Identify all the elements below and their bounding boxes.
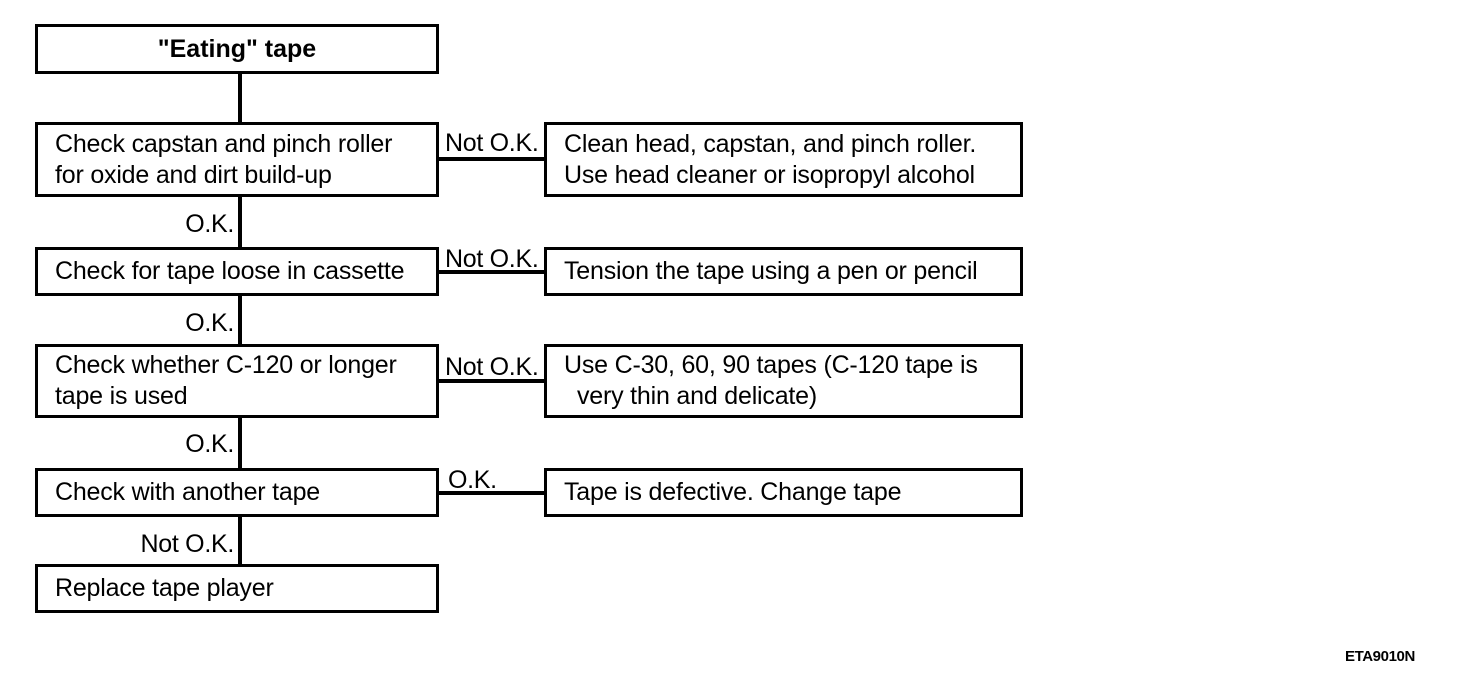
- node-check1-line2: for oxide and dirt build-up: [55, 160, 332, 189]
- footer-reference-code: ETA9010N: [1345, 648, 1415, 665]
- node-end-line1: Replace tape player: [55, 574, 274, 602]
- edge-label-check2-not-ok: Not O.K.: [445, 245, 539, 273]
- node-check-tape-loose[interactable]: Check for tape loose in cassette: [35, 247, 439, 296]
- edge-label-check1-not-ok: Not O.K.: [445, 129, 539, 157]
- edge-label-check3-not-ok: Not O.K.: [445, 353, 539, 381]
- connector-check1-to-check2: [238, 195, 242, 247]
- edge-label-check1-ok: O.K.: [185, 210, 234, 238]
- node-check-c120-tape[interactable]: Check whether C-120 or longer tape is us…: [35, 344, 439, 418]
- node-action3-line1: Use C-30, 60, 90 tapes (C-120 tape is: [564, 351, 978, 379]
- node-action2-line1: Tension the tape using a pen or pencil: [564, 257, 978, 285]
- node-check3-line2: tape is used: [55, 382, 188, 410]
- edge-label-check3-ok: O.K.: [185, 430, 234, 458]
- edge-label-check4-not-ok: Not O.K.: [140, 530, 235, 558]
- connector-start-to-check1: [238, 72, 242, 122]
- node-check-capstan-pinch-roller[interactable]: Check capstan and pinch roller for oxide…: [35, 122, 439, 197]
- edge-label-check4-ok: O.K.: [448, 466, 497, 494]
- node-action1-line1: Clean head, capstan, and pinch roller.: [564, 129, 977, 158]
- node-action3-line2: very thin and delicate): [577, 382, 817, 410]
- node-use-shorter-tapes[interactable]: Use C-30, 60, 90 tapes (C-120 tape is ve…: [544, 344, 1023, 418]
- connector-check2-to-action2: [436, 270, 546, 274]
- node-check1-line1: Check capstan and pinch roller: [55, 129, 393, 158]
- node-replace-tape-player[interactable]: Replace tape player: [35, 564, 439, 613]
- connector-check2-to-check3: [238, 296, 242, 344]
- connector-check1-to-action1: [436, 157, 546, 161]
- node-action1-line2: Use head cleaner or isopropyl alcohol: [564, 160, 975, 189]
- connector-check3-to-check4: [238, 417, 242, 468]
- node-start-text: "Eating" tape: [157, 34, 317, 63]
- edge-label-check2-ok: O.K.: [185, 309, 234, 337]
- node-check2-line1: Check for tape loose in cassette: [55, 257, 405, 285]
- node-check4-line1: Check with another tape: [55, 478, 321, 506]
- node-check3-line1: Check whether C-120 or longer: [55, 351, 397, 379]
- connector-check4-to-end: [238, 517, 242, 564]
- node-start[interactable]: "Eating" tape: [35, 24, 439, 74]
- node-action4-line1: Tape is defective. Change tape: [564, 478, 902, 506]
- node-tension-tape[interactable]: Tension the tape using a pen or pencil: [544, 247, 1023, 296]
- node-check-another-tape[interactable]: Check with another tape: [35, 468, 439, 517]
- connector-check4-to-action4: [436, 491, 546, 495]
- node-tape-defective[interactable]: Tape is defective. Change tape: [544, 468, 1023, 517]
- node-clean-head-capstan[interactable]: Clean head, capstan, and pinch roller. U…: [544, 122, 1023, 197]
- connector-check3-to-action3: [436, 379, 546, 383]
